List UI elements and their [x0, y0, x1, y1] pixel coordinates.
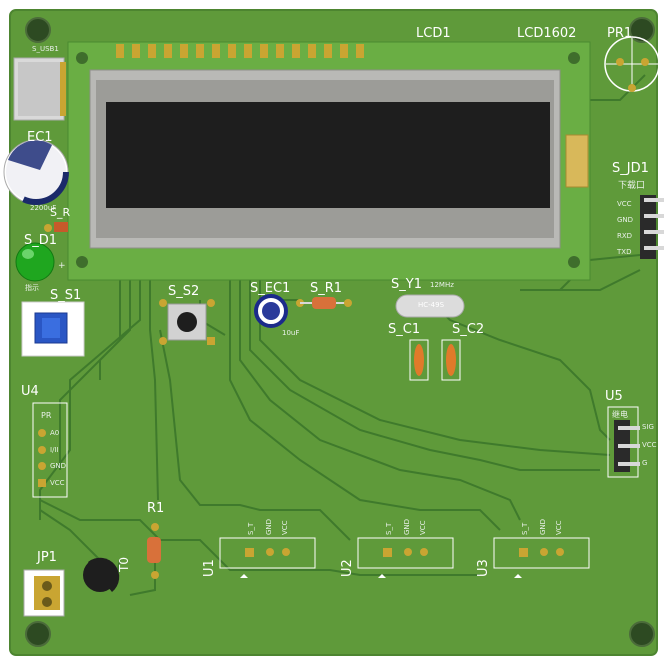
s-jd1-pin-txd: TXD — [617, 248, 632, 256]
u1-header — [219, 537, 316, 578]
u2-pin-st: S_T — [385, 522, 393, 535]
u3-pin-gnd: GND — [539, 518, 547, 535]
s-y1-value: 12MHz — [430, 281, 454, 289]
usb-connector — [13, 57, 66, 121]
lcd1602-module — [67, 41, 591, 281]
lcd-designator: LCD1 — [416, 26, 451, 41]
u1-pin-gnd: GND — [265, 518, 273, 535]
usb-designator: S_USB1 — [32, 45, 59, 53]
u3-header — [493, 537, 590, 578]
lcd-part-number: LCD1602 — [517, 26, 577, 41]
s-r1-resistor — [296, 297, 352, 309]
t0-designator: T0 — [117, 557, 131, 572]
u4-designator: U4 — [21, 384, 39, 399]
u4-header — [32, 402, 68, 498]
s-ec1-capacitor — [254, 294, 288, 328]
s-c1-designator: S_C1 — [388, 322, 421, 337]
s-d1-plus: + — [58, 261, 66, 271]
s-c2-designator: S_C2 — [452, 322, 485, 337]
u2-designator: U2 — [340, 559, 355, 577]
s-c1-capacitor — [409, 339, 429, 381]
u4-pin-gnd: GND — [50, 462, 67, 470]
s-r-resistor — [44, 222, 68, 232]
r1-resistor — [147, 523, 161, 579]
u3-designator: U3 — [476, 559, 491, 577]
u5-sub-label: 继电 — [612, 410, 628, 419]
s-r-designator: S_R — [50, 206, 71, 219]
u3-pin-st: S_T — [521, 522, 529, 535]
u2-header — [357, 537, 454, 578]
u4-pin-a0: A0 — [50, 429, 60, 437]
u5-pin-vcc: VCC — [642, 441, 657, 449]
r1-designator: R1 — [147, 501, 165, 516]
s-jd1-designator: S_JD1 — [612, 161, 649, 176]
u3-pin-vcc: VCC — [555, 520, 563, 535]
ec1-capacitor — [3, 139, 69, 205]
s-d1-sub-label: 指示 — [25, 284, 39, 292]
u1-designator: U1 — [202, 559, 217, 577]
jp1-designator: JP1 — [37, 550, 57, 565]
s-d1-led — [15, 242, 55, 282]
s-jd1-header — [640, 195, 664, 259]
s-s2-designator: S_S2 — [168, 284, 200, 299]
ec1-designator: EC1 — [27, 130, 53, 145]
s-d1-designator: S_D1 — [24, 233, 58, 248]
pr1-designator: PR1 — [607, 26, 633, 41]
u2-pin-gnd: GND — [403, 518, 411, 535]
jp1-terminal — [23, 569, 65, 617]
u5-designator: U5 — [605, 389, 623, 404]
s-s2-button — [159, 299, 215, 345]
s-r1-designator: S_R1 — [310, 281, 343, 296]
u4-sub-label: PR — [41, 411, 52, 420]
s-jd1-pin-gnd: GND — [617, 216, 634, 224]
u4-pin-2: I/II — [50, 446, 59, 454]
s-jd1-pin-rxd: RXD — [617, 232, 633, 240]
s-ec1-designator: S_EC1 — [250, 281, 291, 296]
s-y1-crystal — [395, 294, 465, 318]
s-jd1-sub-label: 下载口 — [618, 181, 646, 191]
s-jd1-pin-vcc: VCC — [617, 200, 632, 208]
u1-pin-st: S_T — [247, 522, 255, 535]
s-y1-designator: S_Y1 — [391, 277, 422, 292]
pr1-potentiometer — [604, 36, 660, 92]
mounting-holes — [25, 17, 655, 647]
ec1-value: 2200uF — [30, 204, 57, 212]
u5-pin-g: G — [642, 459, 648, 467]
u4-pin-vcc: VCC — [50, 479, 65, 487]
t0-transistor — [83, 557, 120, 592]
s-ec1-value: 10uF — [282, 329, 300, 337]
s-s1-designator: S_S1 — [50, 288, 82, 303]
s-s1-switch — [21, 301, 85, 357]
u1-pin-vcc: VCC — [281, 520, 289, 535]
u2-pin-vcc: VCC — [419, 520, 427, 535]
s-y1-case: HC-49S — [418, 301, 445, 309]
s-c2-capacitor — [441, 339, 461, 381]
u5-pin-sig: SIG — [642, 423, 654, 431]
u5-header — [607, 406, 640, 478]
